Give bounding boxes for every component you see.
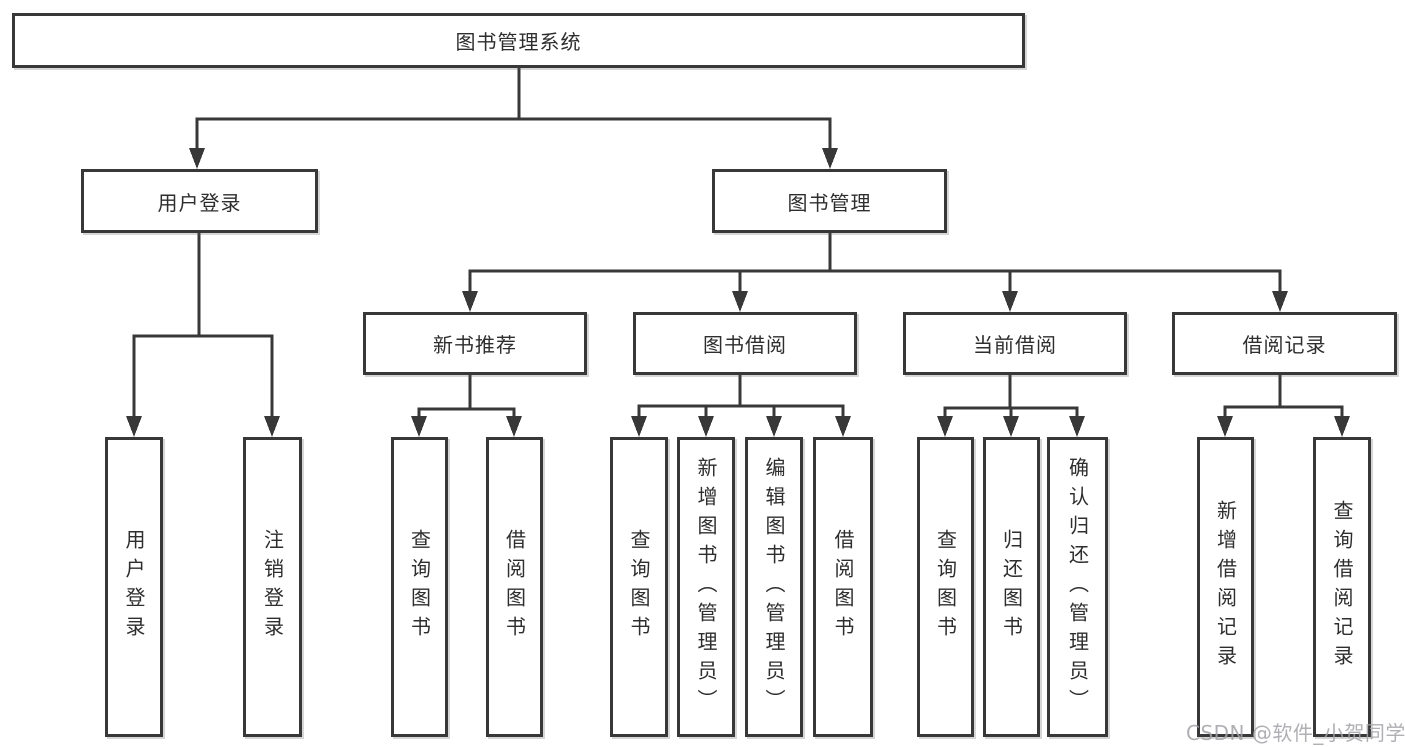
node-root: 图书管理系统 bbox=[12, 13, 1025, 68]
leaf-borrow-books-2-label: 借阅图书 bbox=[831, 529, 855, 645]
leaf-borrow-books-1: 借阅图书 bbox=[486, 437, 543, 737]
leaf-query-books-3-label: 查询图书 bbox=[933, 529, 958, 645]
node-borrow-records-label: 借阅记录 bbox=[1242, 333, 1327, 357]
node-root-label: 图书管理系统 bbox=[455, 30, 582, 54]
leaf-add-book-admin: 新增图书（管理员） bbox=[677, 437, 735, 737]
node-book-management-label: 图书管理 bbox=[787, 190, 872, 215]
node-book-borrowing-label: 图书借阅 bbox=[703, 333, 787, 357]
node-book-management: 图书管理 bbox=[712, 169, 947, 233]
leaf-user-login: 用户登录 bbox=[105, 437, 163, 737]
leaf-confirm-return-admin: 确认归还（管理员） bbox=[1047, 437, 1108, 737]
leaf-borrow-books-2: 借阅图书 bbox=[813, 437, 873, 737]
node-new-book-recommend-label: 新书推荐 bbox=[433, 333, 517, 357]
arrowhead-icons bbox=[126, 148, 1350, 437]
node-user-login-label: 用户登录 bbox=[157, 190, 242, 215]
leaf-query-borrow-record: 查询借阅记录 bbox=[1313, 437, 1371, 737]
csdn-watermark: CSDN @软件_小贺同学 bbox=[1186, 721, 1405, 745]
leaf-query-books-3: 查询图书 bbox=[917, 437, 974, 737]
leaf-logout: 注销登录 bbox=[243, 437, 302, 737]
leaf-borrow-books-1-label: 借阅图书 bbox=[502, 529, 527, 645]
node-book-borrowing: 图书借阅 bbox=[633, 312, 857, 375]
leaf-query-books-1-label: 查询图书 bbox=[407, 529, 432, 645]
leaf-query-borrow-record-label: 查询借阅记录 bbox=[1330, 500, 1354, 674]
leaf-query-books-2-label: 查询图书 bbox=[627, 529, 651, 645]
leaf-return-book: 归还图书 bbox=[983, 437, 1040, 737]
leaf-add-book-admin-label: 新增图书（管理员） bbox=[694, 456, 718, 718]
leaf-logout-label: 注销登录 bbox=[260, 529, 285, 645]
leaf-edit-book-admin: 编辑图书（管理员） bbox=[745, 437, 803, 737]
node-new-book-recommend: 新书推荐 bbox=[363, 312, 587, 375]
leaf-edit-book-admin-label: 编辑图书（管理员） bbox=[762, 456, 786, 718]
leaf-confirm-return-admin-label: 确认归还（管理员） bbox=[1065, 456, 1090, 718]
leaf-query-books-2: 查询图书 bbox=[610, 437, 668, 737]
leaf-add-borrow-record: 新增借阅记录 bbox=[1197, 437, 1254, 737]
leaf-user-login-label: 用户登录 bbox=[122, 529, 146, 645]
leaf-add-borrow-record-label: 新增借阅记录 bbox=[1213, 500, 1238, 674]
leaf-query-books-1: 查询图书 bbox=[391, 437, 448, 737]
leaf-return-book-label: 归还图书 bbox=[999, 529, 1024, 645]
node-borrow-records: 借阅记录 bbox=[1172, 312, 1397, 375]
node-current-borrowing: 当前借阅 bbox=[903, 312, 1127, 375]
node-user-login: 用户登录 bbox=[81, 169, 318, 233]
node-current-borrowing-label: 当前借阅 bbox=[973, 333, 1057, 357]
